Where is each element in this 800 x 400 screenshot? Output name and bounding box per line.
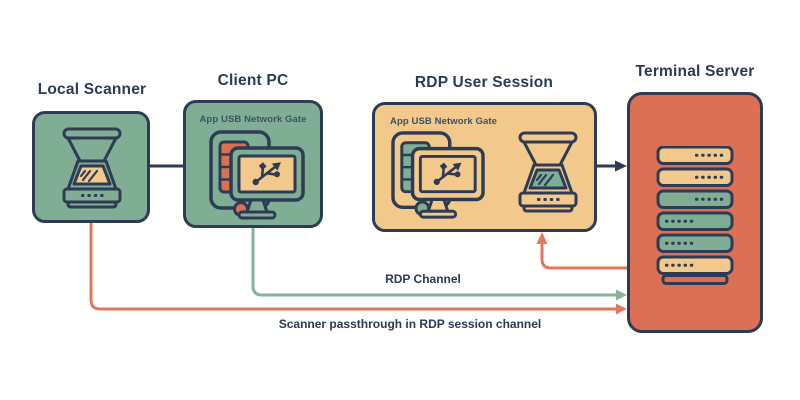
rdp-scanner-icon [518,131,578,213]
rdp-session-node: App USB Network Gate [372,102,597,232]
rdp-monitor-usb-icon [391,131,485,219]
server-rack-icon [656,146,734,285]
scanner-passthrough-arrow [89,222,627,315]
terminal-server-node [627,92,763,333]
local-scanner-title: Local Scanner [37,81,147,98]
server-to-rdp-return-arrow [536,232,627,270]
rdp-channel-arrow [251,227,627,301]
rdp-session-title: RDP User Session [414,74,554,91]
terminal-server-title: Terminal Server [635,63,755,80]
rdp-to-server-arrow [597,160,627,172]
rdp-gate-label: App USB Network Gate [390,116,498,127]
local-scanner-node [32,111,150,223]
client-pc-node: App USB Network Gate [183,100,323,228]
usb-symbol [252,162,281,186]
client-pc-title: Client PC [217,72,289,89]
monitor-usb-icon [209,130,305,220]
usb-symbol [433,162,462,186]
rdp-channel-label: RDP Channel [385,272,461,286]
scanner-passthrough-label: Scanner passthrough in RDP session chann… [278,317,542,331]
scanner-icon [62,127,122,209]
client-gate-label: App USB Network Gate [199,114,307,125]
